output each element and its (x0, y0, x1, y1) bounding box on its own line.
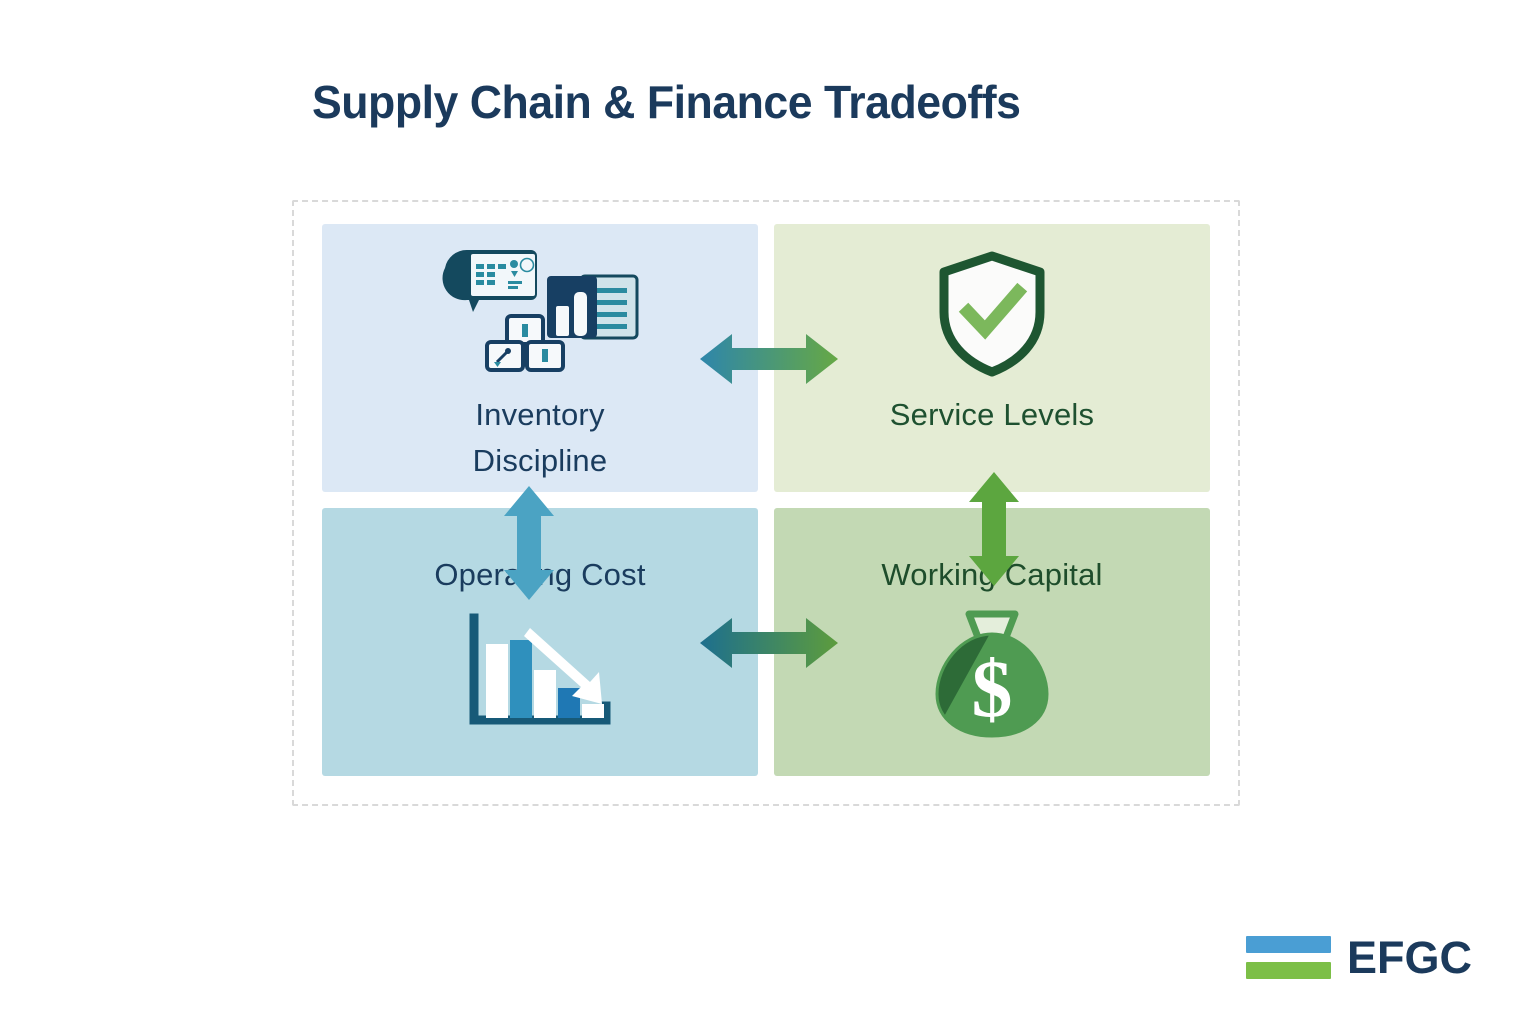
logo-bar-blue (1246, 936, 1331, 953)
two-bar-logo-mark (1246, 936, 1331, 979)
declining-bar-chart-icon (322, 608, 758, 738)
quadrant-inventory-discipline[interactable]: Inventory Discipline (322, 224, 758, 492)
inventory-dashboard-boxes-icon (322, 248, 758, 378)
quadrant-service-levels[interactable]: Service Levels (774, 224, 1210, 492)
logo-bar-green (1246, 962, 1331, 979)
quadrant-label-working-capital: Working Capital (881, 557, 1103, 592)
page-title: Supply Chain & Finance Tradeoffs (312, 76, 1021, 128)
quadrant-grid: Inventory Discipline Service Levels Oper… (322, 224, 1210, 776)
diagram-frame (292, 200, 1240, 806)
quadrant-label-service-levels: Service Levels (889, 397, 1095, 432)
double-headed-vertical-arrow-icon-left (498, 484, 560, 602)
double-headed-horizontal-arrow-icon-top (698, 328, 840, 390)
quadrant-label-inventory-discipline: Inventory Discipline (472, 397, 608, 478)
quadrant-operating-cost[interactable]: Operating Cost (322, 508, 758, 776)
shield-check-icon (774, 250, 1210, 378)
logo-text: EFGC (1347, 932, 1473, 983)
double-headed-horizontal-arrow-icon-bottom (698, 612, 840, 674)
money-bag-dollar-icon: $ (774, 608, 1210, 740)
efgc-logo: EFGC (1246, 935, 1472, 980)
quadrant-label-operating-cost: Operating Cost (434, 557, 646, 592)
svg-text:$: $ (972, 643, 1013, 734)
double-headed-vertical-arrow-icon-right (963, 470, 1025, 588)
